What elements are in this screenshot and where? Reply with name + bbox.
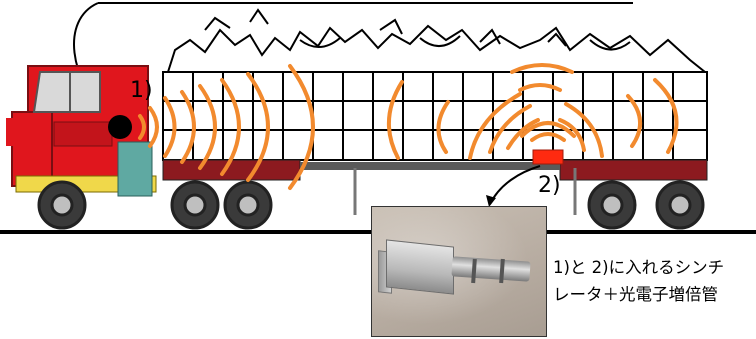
wheel — [657, 182, 703, 228]
cargo-grid — [163, 72, 707, 160]
wheel — [39, 182, 85, 228]
label-sensor-2: 2) — [538, 173, 561, 198]
scrap-pile — [168, 10, 705, 72]
wheel — [225, 182, 271, 228]
caption-line-2: レータ＋光電子増倍管 — [553, 281, 756, 308]
label-sensor-1: 1) — [130, 78, 153, 103]
leader-line-2 — [486, 166, 540, 207]
detector-2 — [533, 150, 563, 164]
sensor-1-dot — [108, 115, 132, 139]
scintillator-box — [386, 239, 454, 294]
wheel — [172, 182, 218, 228]
wheel — [589, 182, 635, 228]
photo-caption: 1)と 2)に入れるシンチ レータ＋光電子増倍管 — [553, 254, 756, 308]
detector-photo — [371, 206, 547, 337]
caption-line-1: 1)と 2)に入れるシンチ — [553, 254, 756, 281]
